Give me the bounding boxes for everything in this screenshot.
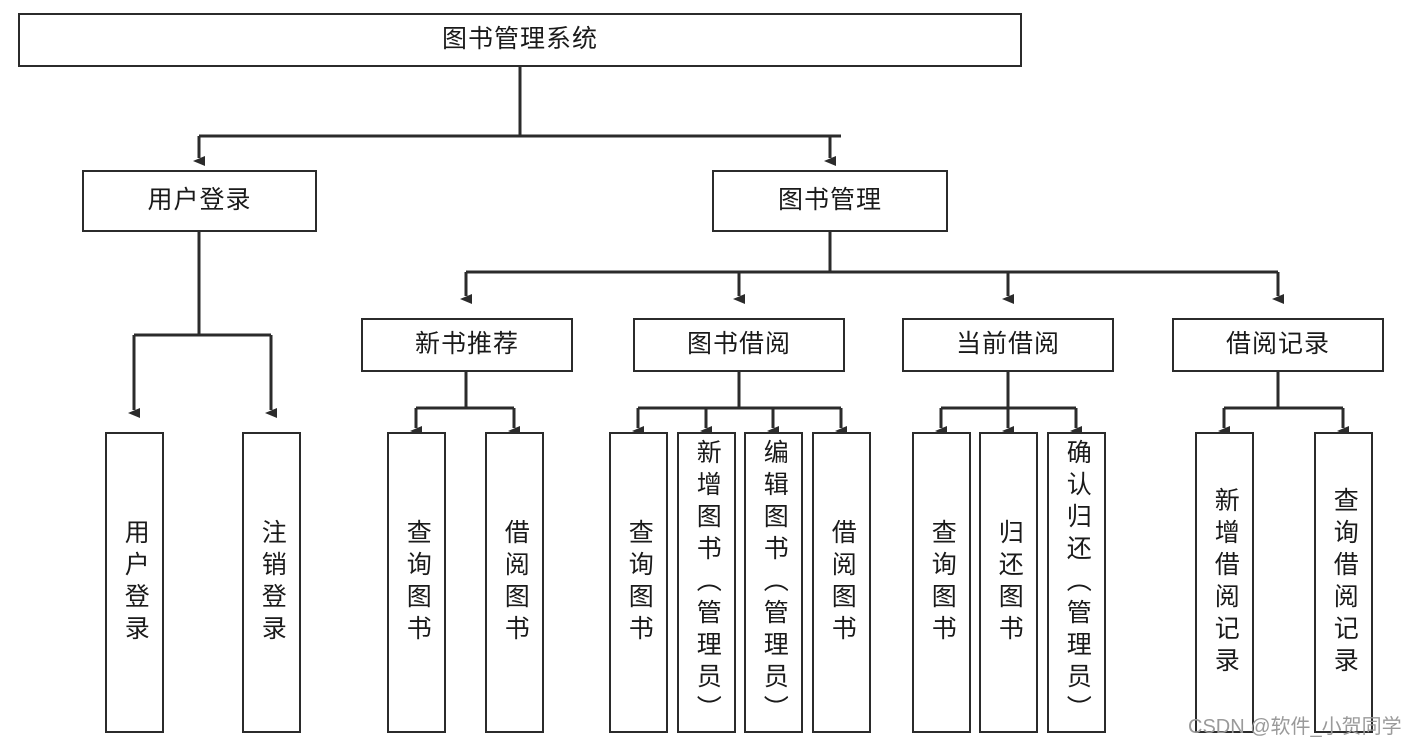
leaf-current-return-book[interactable]: 归还图书 [979,432,1038,733]
leaf-current-confirm-return-admin[interactable]: 确认归还（管理员） [1047,432,1106,733]
node-label: 图书管理 [777,186,882,215]
node-label: 当前借阅 [955,330,1060,359]
node-book-management[interactable]: 图书管理 [712,170,948,232]
node-label: 查询图书 [625,518,654,647]
node-label: 查询图书 [403,518,432,647]
leaf-current-query-book[interactable]: 查询图书 [912,432,971,733]
node-root-system[interactable]: 图书管理系统 [18,13,1022,67]
leaf-borrow-query-book[interactable]: 查询图书 [609,432,668,733]
node-new-book-recommend[interactable]: 新书推荐 [361,318,573,372]
node-label: 新书推荐 [414,330,519,359]
csdn-watermark: CSDN @软件_小贺同学 [1188,716,1402,738]
leaf-borrow-borrow-book[interactable]: 借阅图书 [812,432,871,733]
node-user-login[interactable]: 用户登录 [82,170,317,232]
node-label: 注销登录 [258,518,287,647]
node-label: 编辑图书（管理员） [760,438,789,727]
leaf-record-query-record[interactable]: 查询借阅记录 [1314,432,1373,733]
node-current-borrow[interactable]: 当前借阅 [902,318,1114,372]
node-borrow-record[interactable]: 借阅记录 [1172,318,1384,372]
node-label: 图书借阅 [686,330,791,359]
leaf-user-login-signin[interactable]: 用户登录 [105,432,164,733]
node-label: 借阅记录 [1225,330,1330,359]
leaf-recommend-query-book[interactable]: 查询图书 [387,432,446,733]
node-label: 用户登录 [121,518,150,647]
node-label: 新增借阅记录 [1211,486,1240,679]
node-label: 查询借阅记录 [1330,486,1359,679]
leaf-borrow-add-book-admin[interactable]: 新增图书（管理员） [677,432,736,733]
node-label: 归还图书 [995,518,1024,647]
leaf-recommend-borrow-book[interactable]: 借阅图书 [485,432,544,733]
node-label: 新增图书（管理员） [693,438,722,727]
leaf-user-login-signout[interactable]: 注销登录 [242,432,301,733]
node-label: 确认归还（管理员） [1063,438,1092,727]
leaf-record-add-record[interactable]: 新增借阅记录 [1195,432,1254,733]
node-label: 借阅图书 [501,518,530,647]
node-label: 借阅图书 [828,518,857,647]
node-label: 查询图书 [928,518,957,647]
leaf-borrow-edit-book-admin[interactable]: 编辑图书（管理员） [744,432,803,733]
node-label: 图书管理系统 [441,25,598,54]
node-book-borrow[interactable]: 图书借阅 [633,318,845,372]
node-label: 用户登录 [147,186,252,215]
